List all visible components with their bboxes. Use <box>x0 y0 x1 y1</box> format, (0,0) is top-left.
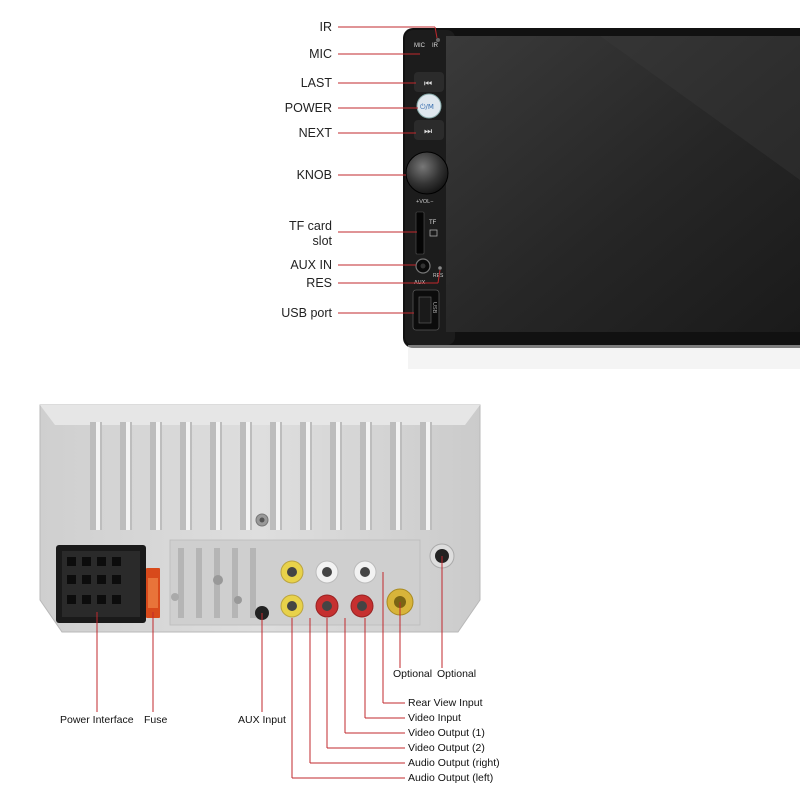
label-video-output-2: Video Output (2) <box>408 742 485 754</box>
rca-video-output-2[interactable] <box>280 594 304 618</box>
svg-text:USB: USB <box>431 302 437 314</box>
printed-ir: IR <box>432 43 439 49</box>
label-optional-2: Optional <box>437 668 477 680</box>
label-mic: MIC <box>309 47 332 61</box>
rca-rear-view-input[interactable] <box>353 560 377 584</box>
label-rear-view-input: Rear View Input <box>408 697 483 709</box>
label-fuse: Fuse <box>144 714 168 726</box>
rca-video-output-1[interactable] <box>280 560 304 584</box>
rear-callout-lines <box>96 556 443 779</box>
rca-video-input[interactable] <box>315 560 339 584</box>
label-tf-card-line1: TF card <box>288 219 332 233</box>
label-power: POWER <box>284 101 332 115</box>
rca-audio-output-left[interactable] <box>350 594 374 618</box>
label-video-input: Video Input <box>408 712 461 724</box>
label-audio-output-right: Audio Output (right) <box>408 757 500 769</box>
last-icon: ⏮ <box>424 79 432 89</box>
label-usb-port: USB port <box>281 306 332 320</box>
label-aux-input: AUX Input <box>238 714 286 726</box>
last-button[interactable] <box>414 72 444 92</box>
ir-sensor <box>436 38 440 42</box>
front-controls: MIC IR ⏮ ⏻/M ⏭ +VOL− TF AUX RES USB <box>405 38 449 331</box>
tf-card-slot[interactable] <box>415 211 425 255</box>
label-optional-1: Optional <box>393 668 433 680</box>
printed-tf: TF <box>429 220 437 226</box>
label-ir: IR <box>319 20 333 34</box>
label-last: LAST <box>300 76 332 90</box>
label-audio-output-left: Audio Output (left) <box>408 772 494 784</box>
label-res: RES <box>306 276 332 290</box>
rca-audio-output-right[interactable] <box>315 594 339 618</box>
res-button[interactable] <box>438 266 442 270</box>
printed-mic: MIC <box>414 43 426 49</box>
power-interface-connector[interactable] <box>56 545 146 623</box>
knob[interactable] <box>405 151 449 195</box>
head-unit-front <box>403 28 800 369</box>
printed-vol: +VOL− <box>416 199 433 205</box>
front-callout-lines <box>338 26 441 314</box>
label-video-output-1: Video Output (1) <box>408 727 485 739</box>
power-button-label: ⏻/M <box>420 103 434 111</box>
touch-screen <box>446 36 800 332</box>
printed-res: RES <box>433 273 444 279</box>
label-aux-in: AUX IN <box>290 258 332 272</box>
label-power-interface: Power Interface <box>60 714 134 726</box>
fuse <box>146 568 160 618</box>
label-next: NEXT <box>298 126 332 140</box>
next-icon: ⏭ <box>424 127 432 137</box>
power-button[interactable] <box>416 93 442 119</box>
label-tf-card-line2: slot <box>312 234 332 248</box>
next-button[interactable] <box>414 120 444 140</box>
label-knob: KNOB <box>296 168 332 182</box>
